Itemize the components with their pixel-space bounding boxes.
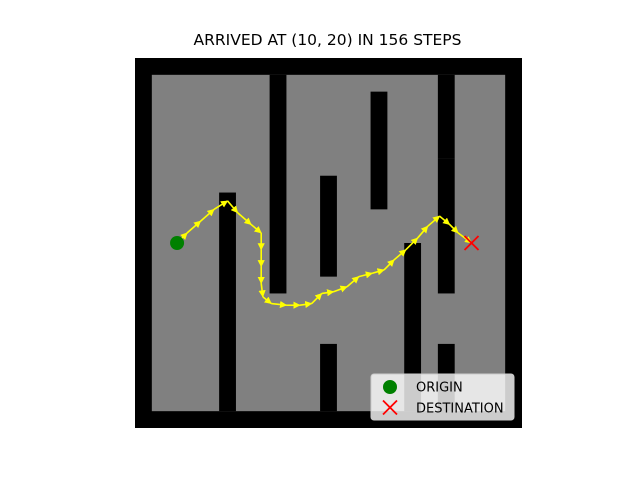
plot-area: [135, 58, 522, 428]
maze-wall: [370, 91, 388, 210]
path-step-arrow: [299, 300, 313, 309]
path-step-arrow: [321, 289, 335, 297]
maze-wall: [404, 243, 422, 412]
path-step-arrow: [258, 283, 266, 298]
path-step-arrow: [213, 200, 229, 211]
chart-title: ARRIVED AT (10, 20) IN 156 STEPS: [194, 31, 462, 49]
maze-wall: [437, 74, 455, 159]
path-step-arrow: [200, 208, 215, 222]
path-step-arrow: [226, 200, 239, 214]
origin-marker: [170, 236, 185, 250]
endpoint-markers: [170, 235, 480, 251]
maze-wall: [505, 58, 522, 428]
path-step-arrow: [311, 292, 323, 305]
legend: ORIGIN DESTINATION: [370, 373, 515, 421]
path-step-arrow: [237, 212, 252, 226]
path-step-arrow: [393, 249, 407, 261]
legend-destination-marker: [382, 399, 398, 416]
path-step-arrow: [333, 285, 348, 293]
path-step-arrow: [346, 276, 360, 288]
maze-wall: [437, 158, 455, 294]
legend-box: [370, 373, 515, 421]
path-step-arrow: [358, 271, 373, 279]
maze-walls: [135, 58, 522, 428]
legend-destination-label: DESTINATION: [416, 402, 504, 417]
path-step-arrow: [383, 259, 395, 271]
path-step-arrow: [439, 215, 451, 226]
path-step-arrow: [449, 223, 459, 234]
maze-wall: [269, 74, 287, 294]
path-step-arrow: [427, 215, 441, 227]
legend-origin-marker: [383, 380, 397, 394]
path-step-arrow: [417, 225, 429, 239]
path-step-arrow: [405, 237, 419, 251]
maze-wall: [135, 58, 522, 75]
path-step-arrow: [186, 220, 202, 234]
maze-wall: [135, 58, 152, 428]
destination-marker: [463, 235, 480, 251]
maze-wall: [320, 343, 337, 412]
path-arrows: [176, 200, 473, 309]
maze-wall: [320, 175, 337, 277]
path-step-arrow: [250, 223, 262, 234]
path-step-arrow: [271, 300, 288, 309]
path-step-arrow: [372, 268, 385, 276]
path-step-arrow: [262, 296, 272, 305]
maze-wall: [219, 192, 236, 412]
legend-origin-label: ORIGIN: [416, 381, 463, 396]
